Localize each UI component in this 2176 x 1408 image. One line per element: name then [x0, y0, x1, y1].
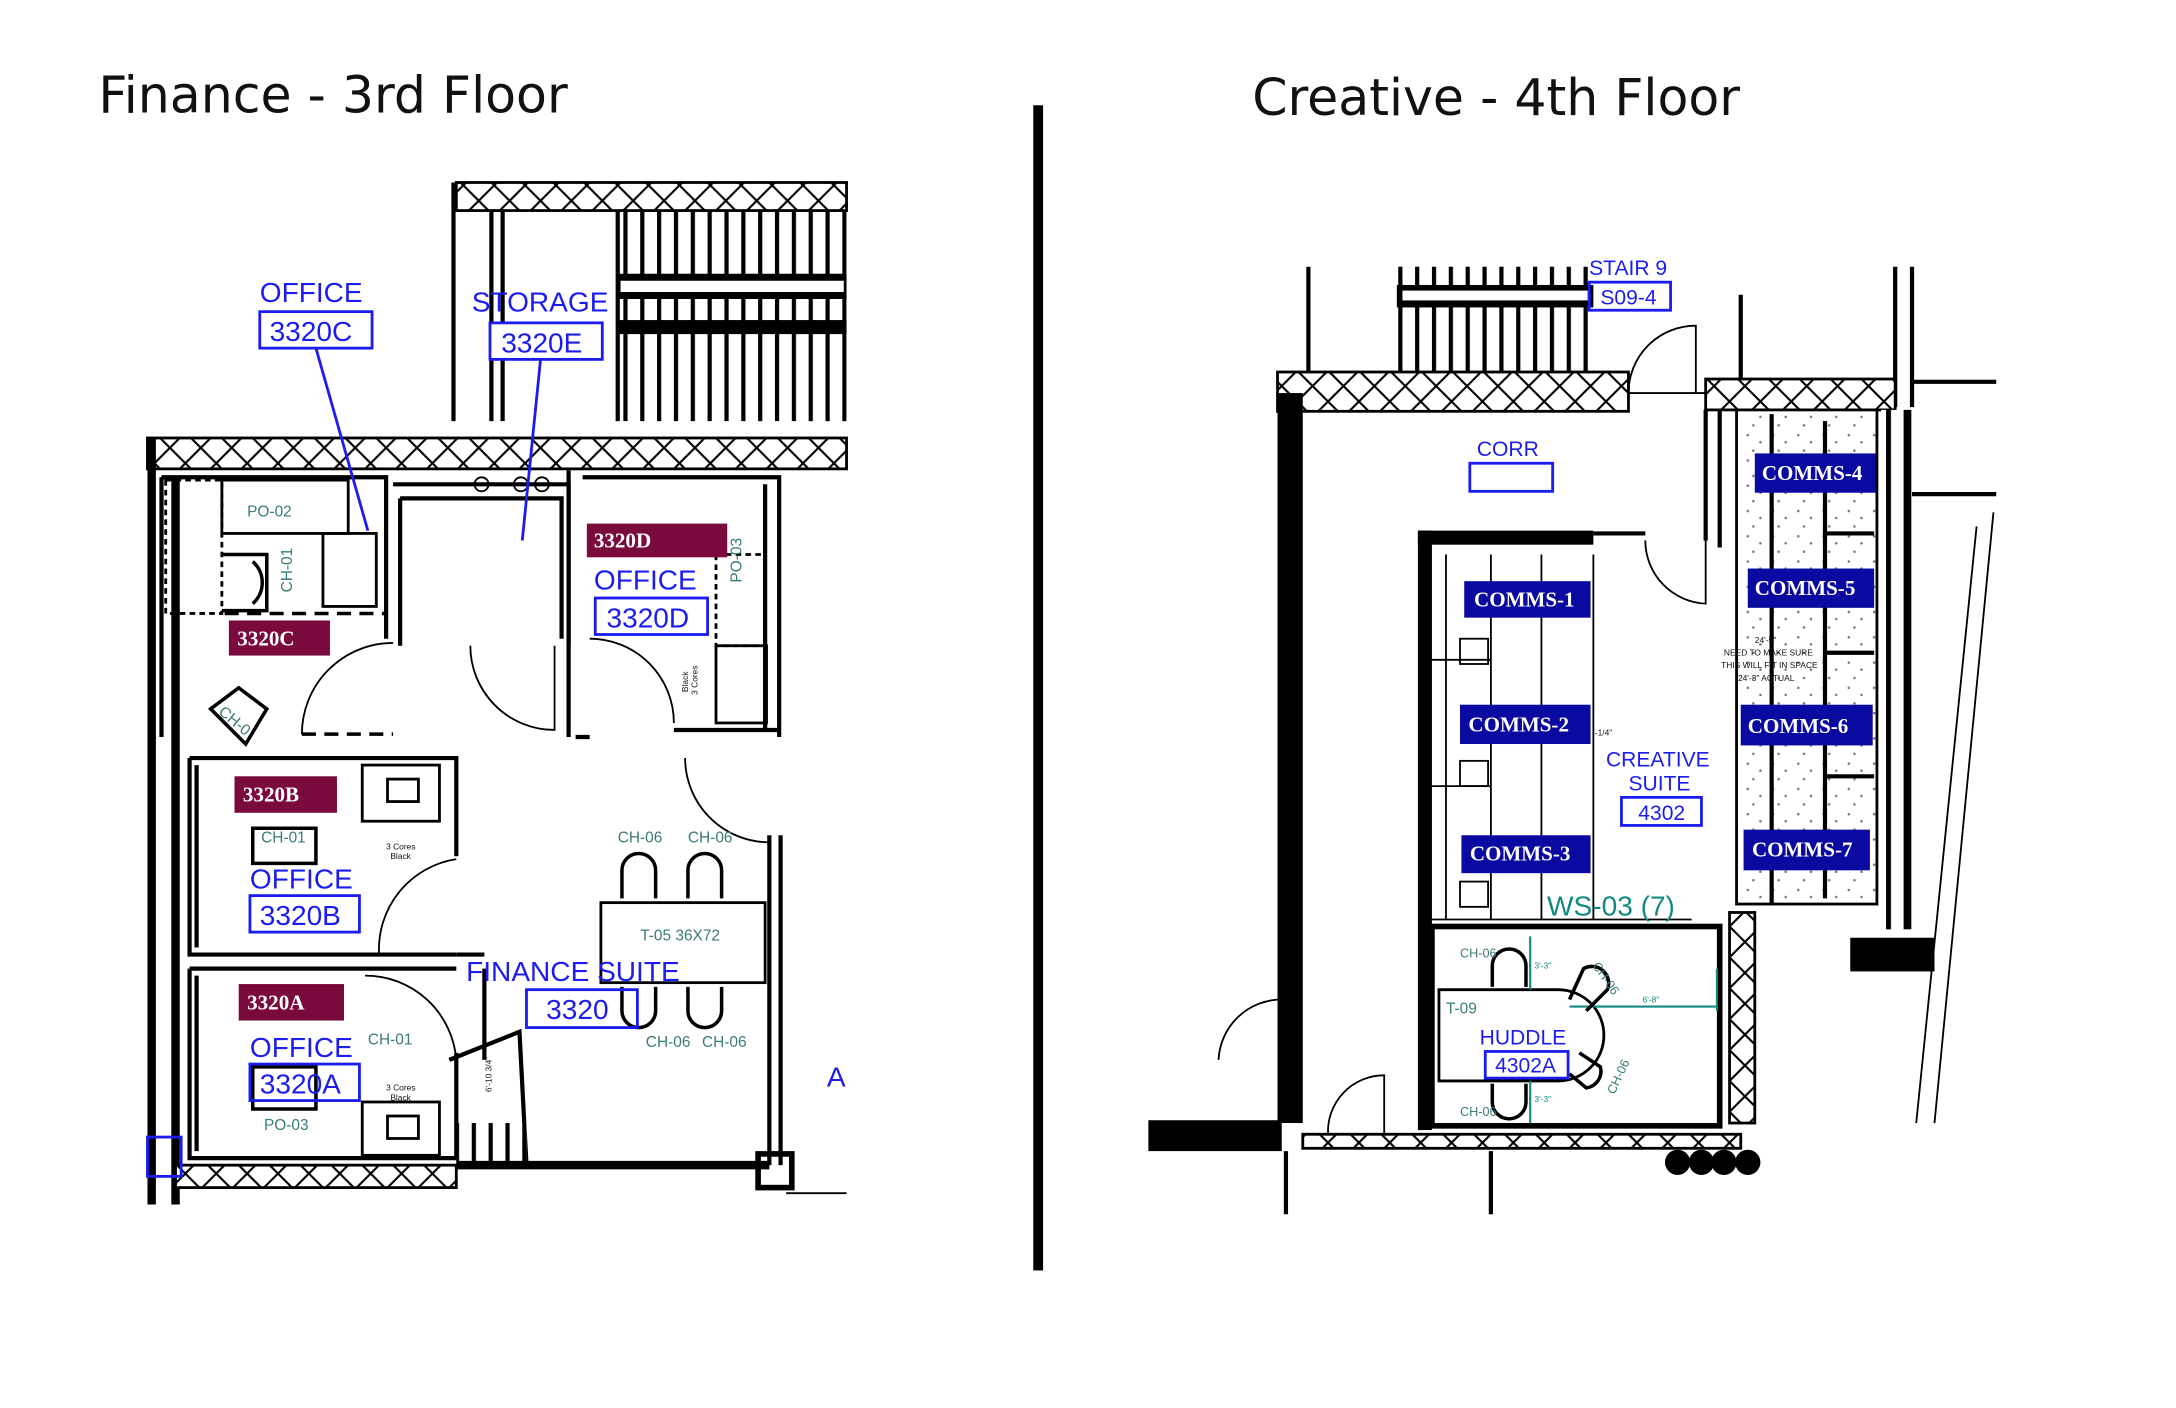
- chair-ch06: CH-06: [688, 829, 733, 846]
- chair-ch06: CH-06: [702, 1034, 747, 1051]
- cores-note-b: 3 Cores: [386, 841, 415, 851]
- comms-5-text: COMMS-5: [1755, 576, 1856, 600]
- huddle-label: HUDDLE: [1480, 1026, 1567, 1049]
- furniture-po03-d: PO-03: [728, 538, 745, 583]
- chair-ch06: CH-06: [646, 1034, 691, 1051]
- storage-3320e-label: STORAGE: [472, 287, 609, 318]
- office-3320d-label: OFFICE: [594, 565, 697, 596]
- furniture-ch01: CH-01: [279, 548, 296, 593]
- office-3320b-tag-box: [248, 894, 361, 934]
- tag-3320b-text: 3320B: [243, 783, 299, 807]
- cores-note-d: 3 Cores: [690, 665, 700, 694]
- office-3320c-label: OFFICE: [260, 277, 363, 308]
- chair-ch06: CH-06: [1460, 946, 1496, 960]
- furniture-po03-a: PO-03: [264, 1117, 309, 1134]
- comms-7-text: COMMS-7: [1752, 837, 1853, 861]
- finance-plan: OFFICE 3320C STORAGE 3320E 3320D OFFICE …: [146, 181, 848, 1205]
- tag-3320c-text: 3320C: [237, 627, 294, 651]
- comms-6-tag: [1740, 704, 1873, 746]
- comms-2-tag: [1460, 704, 1591, 745]
- divider: [1033, 105, 1044, 1271]
- huddle-dimension: 6'-8": [1642, 994, 1659, 1004]
- space-note: NEED TO MAKE SURE: [1724, 648, 1813, 658]
- finance-suite-label: FINANCE SUITE: [466, 956, 680, 987]
- creative-suite-tag-box: [1620, 795, 1703, 827]
- cores-note-d: Black: [680, 671, 690, 692]
- chair-ch06: CH-06: [1604, 1057, 1632, 1096]
- table-t05: T-05 36X72: [640, 928, 720, 945]
- tag-3320a: [238, 984, 344, 1021]
- furniture-po02: PO-02: [247, 504, 292, 521]
- tag-3320a-text: 3320A: [247, 990, 305, 1014]
- stair-treads: [617, 182, 847, 422]
- finance-suite-tag-box: [525, 988, 639, 1029]
- comms-4-tag: [1754, 453, 1876, 493]
- workstation-count: WS-03 (7): [1547, 890, 1675, 921]
- table-t09: T-09: [1446, 1001, 1477, 1018]
- space-note: 24'-3" ACTUAL: [1738, 673, 1795, 683]
- office-3320a-number: 3320A: [260, 1069, 341, 1100]
- office-3320a-label: OFFICE: [250, 1032, 353, 1063]
- tag-3320c: [228, 620, 330, 656]
- edge-letter: A: [827, 1062, 846, 1093]
- comms-6-text: COMMS-6: [1748, 714, 1849, 738]
- tag-3320b: [234, 776, 337, 813]
- office-3320b-label: OFFICE: [250, 864, 353, 895]
- office-3320d-tag-box: [593, 596, 709, 636]
- comms-1-tag: [1464, 581, 1591, 618]
- dimension-fragment: -1/4": [1595, 728, 1612, 738]
- huddle-dimension: 3'-3": [1534, 961, 1551, 971]
- comms-1-text: COMMS-1: [1474, 587, 1575, 611]
- comms-3-tag: [1461, 835, 1591, 874]
- creative-floor-title: Creative - 4th Floor: [1252, 68, 1740, 127]
- office-3320c-number: 3320C: [270, 316, 353, 347]
- huddle-number: 4302A: [1495, 1054, 1556, 1077]
- creative-suite-label: CREATIVE: [1606, 748, 1710, 771]
- chair-ch06: CH-06: [1460, 1105, 1496, 1119]
- space-note: THIS WILL FIT IN SPACE: [1721, 660, 1818, 670]
- stair-treads: [1396, 266, 1594, 373]
- tag-3320d: [586, 523, 728, 558]
- finance-floor-title: Finance - 3rd Floor: [98, 65, 568, 124]
- cores-note-b: Black: [390, 851, 411, 861]
- office-3320d-number: 3320D: [607, 602, 690, 633]
- furniture-ch01-a: CH-01: [368, 1031, 413, 1048]
- finance-suite-number: 3320: [546, 994, 608, 1025]
- corr-label: CORR: [1477, 438, 1539, 461]
- creative-suite-number: 4302: [1638, 802, 1685, 825]
- cores-note-a: 3 Cores: [386, 1083, 415, 1093]
- office-3320a-tag-box: [248, 1062, 361, 1102]
- office-3320b-number: 3320B: [260, 900, 341, 931]
- tag-3320d-text: 3320D: [594, 528, 651, 552]
- creative-suite-label-2: SUITE: [1628, 772, 1690, 795]
- corr-tag-box: [1468, 461, 1555, 493]
- storage-3320e-number: 3320E: [501, 327, 582, 358]
- comms-4-text: COMMS-4: [1762, 461, 1863, 485]
- dimension-label: 6'-10 3/4": [483, 1057, 493, 1092]
- huddle-tag-box: [1483, 1050, 1570, 1080]
- cores-note-a: Black: [390, 1093, 411, 1103]
- comms-3-text: COMMS-3: [1470, 842, 1571, 866]
- storage-3320e-tag-box: [488, 321, 604, 361]
- office-3320c-tag-box: [258, 310, 374, 350]
- creative-plan: STAIR 9 S09-4 CORR COMMS-1 COMMS-2 COMMS…: [1148, 257, 1997, 1215]
- furniture-ch01-b: CH-01: [261, 829, 306, 846]
- comms-5-tag: [1747, 568, 1875, 608]
- comms-7-tag: [1743, 829, 1870, 871]
- stair-tag-box: [1587, 280, 1672, 312]
- chair-ch06: CH-06: [618, 829, 663, 846]
- comms-2-text: COMMS-2: [1468, 712, 1569, 736]
- stair-9-label: STAIR 9: [1589, 257, 1667, 280]
- huddle-dimension: 3'-3": [1534, 1094, 1551, 1104]
- stair-number: S09-4: [1600, 287, 1656, 310]
- space-note: 24'-5": [1755, 635, 1776, 645]
